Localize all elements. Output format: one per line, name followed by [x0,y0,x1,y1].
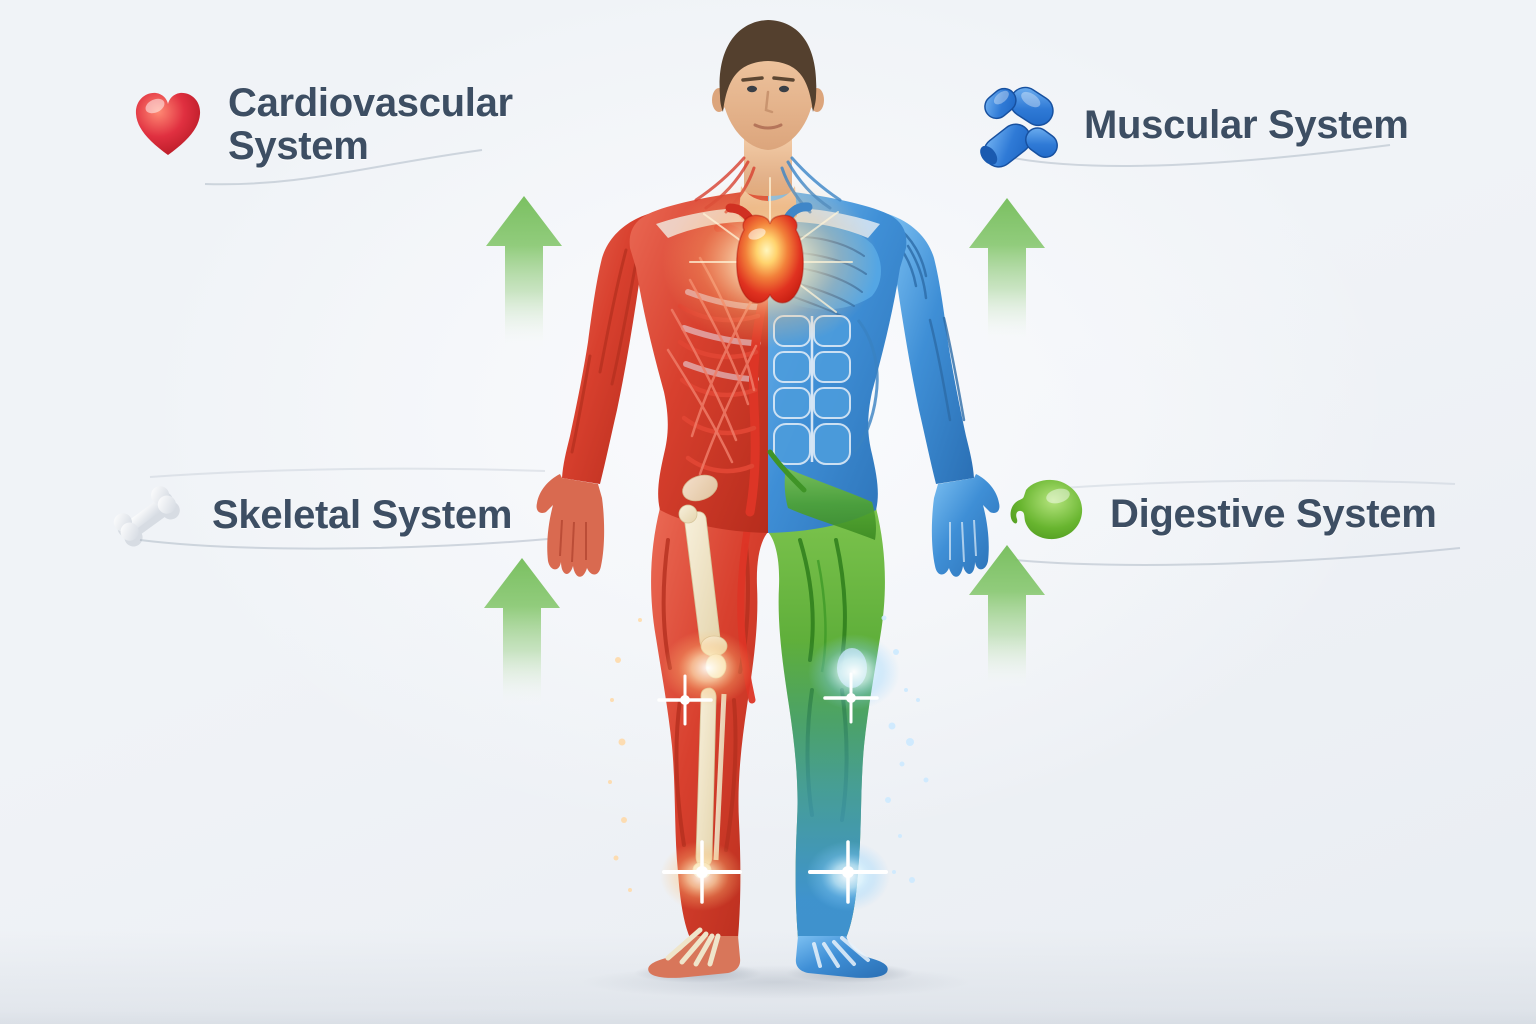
label-muscular-system: Muscular System [974,80,1409,170]
label-text-digestive: Digestive System [1110,491,1437,536]
arrow-up-top-right [969,198,1045,344]
sparkle-dots-cool [881,615,929,883]
abdomen-digestive-region [784,468,876,540]
crossed-muscles-icon [980,86,1058,168]
bone-icon [113,486,180,547]
hair [719,20,817,112]
right-arm-muscular [884,214,1000,577]
joint-glows [657,630,900,911]
label-digestive-system: Digestive System [1006,474,1437,554]
glowing-heart [662,176,878,348]
left-arm-cardiovascular [536,214,648,577]
human-figure [536,20,1000,999]
face-features [741,76,795,130]
label-skeletal-system: Skeletal System [100,472,512,558]
arrow-up-top-left [486,196,562,350]
digestive-vessel [767,449,807,493]
growth-arrows [484,196,1045,708]
heart-icon [135,92,201,155]
arrow-up-bottom-left [484,558,560,708]
sparkle-dots-warm [608,618,642,892]
stomach-icon [1010,479,1083,540]
label-swoosh-lines [139,144,1461,566]
label-text-muscular: Muscular System [1084,102,1409,147]
label-text-skeletal: Skeletal System [212,492,513,537]
arrow-up-bottom-right [969,545,1045,690]
